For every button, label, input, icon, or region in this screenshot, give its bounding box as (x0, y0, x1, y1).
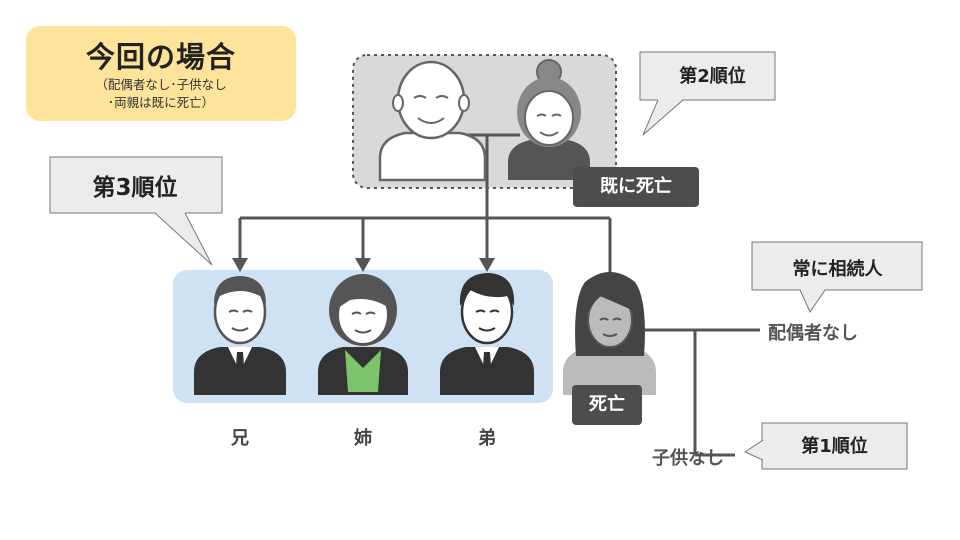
callout-first-rank (743, 422, 908, 470)
second-rank-label: 第2順位 (679, 66, 746, 87)
parents-deceased-badge: 既に死亡 (573, 167, 699, 207)
children-label: 子供なし (652, 448, 724, 469)
third-rank-label: 第3順位 (92, 175, 178, 201)
older-sister-icon (318, 274, 408, 395)
first-rank-label: 第1順位 (801, 436, 868, 457)
case-title: 今回の場合 (85, 40, 236, 74)
case-note-line1: （配偶者なし･子供なし (95, 77, 227, 92)
case-note-line2: ･両親は既に死亡） (107, 95, 215, 110)
younger-brother-label: 弟 (478, 428, 496, 449)
always-heir-label: 常に相続人 (792, 259, 883, 280)
older-brother-icon (194, 276, 286, 395)
grandfather-icon (378, 60, 487, 182)
older-sister-label: 姉 (354, 428, 372, 449)
arrow-heads (232, 258, 495, 272)
callout-always-heir (751, 241, 923, 314)
callout-second-rank (639, 51, 776, 136)
younger-brother-icon (440, 273, 534, 395)
self-deceased-badge: 死亡 (572, 385, 642, 425)
callout-third-rank (49, 156, 223, 266)
deceased-woman-icon (563, 272, 656, 395)
grandmother-icon (508, 59, 590, 180)
case-summary-box: 今回の場合 （配偶者なし･子供なし ･両親は既に死亡） (26, 26, 296, 121)
spouse-label: 配偶者なし (768, 323, 858, 344)
older-brother-label: 兄 (231, 428, 249, 449)
